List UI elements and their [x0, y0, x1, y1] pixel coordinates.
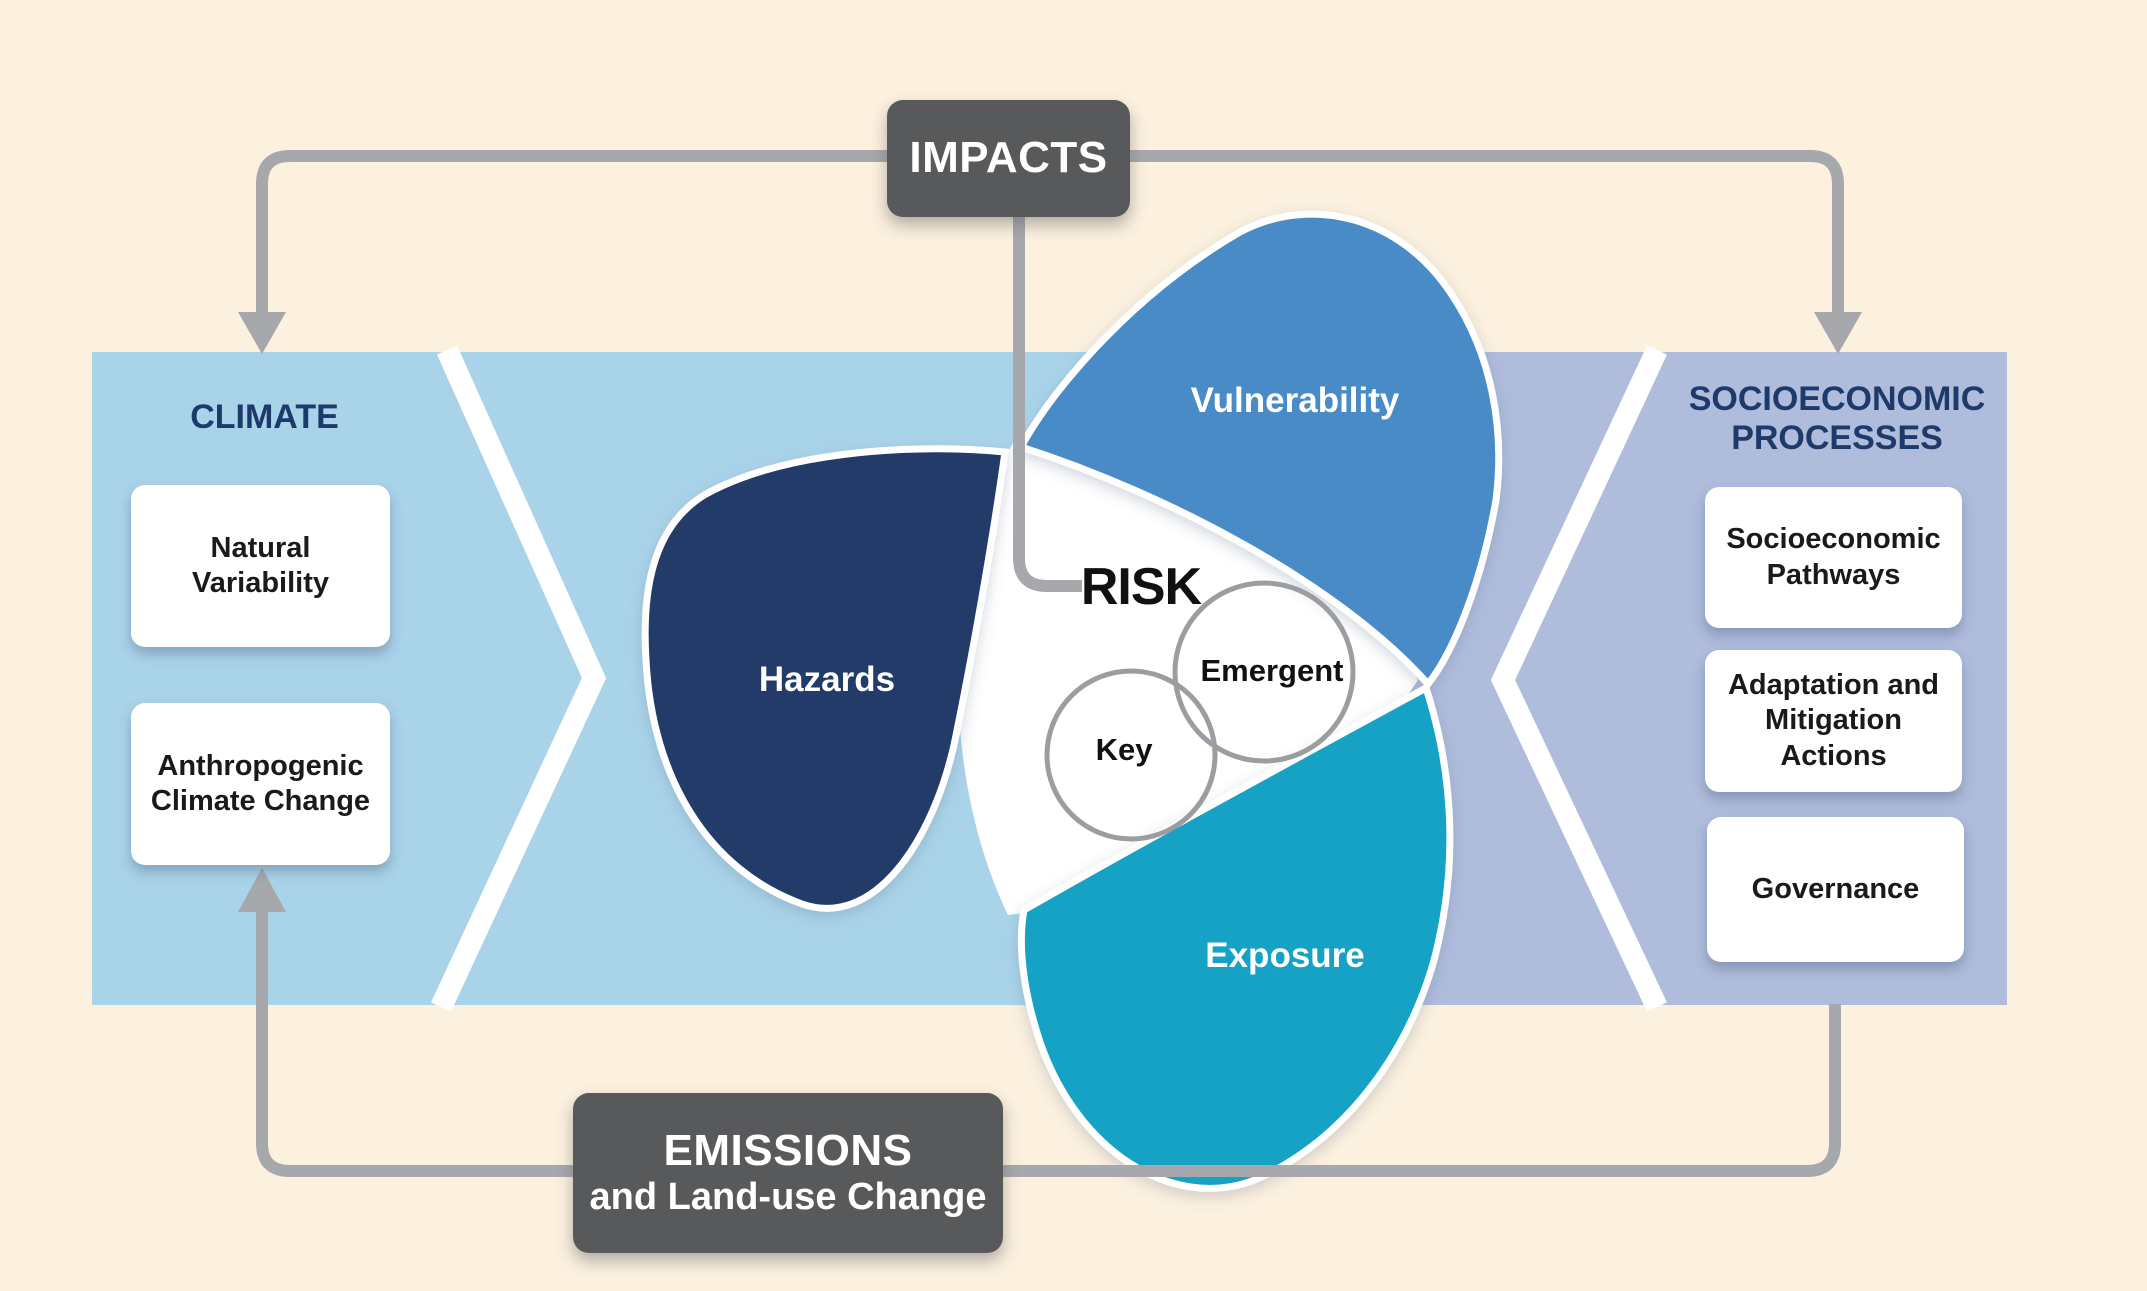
hazards-label: Hazards	[759, 660, 895, 699]
impacts-to-risk-connector	[1013, 217, 1082, 592]
anthropogenic-climate-change-box: Anthropogenic Climate Change	[131, 703, 390, 865]
hazards-petal	[641, 445, 1009, 912]
impacts-box-label: IMPACTS	[909, 133, 1108, 183]
key-label: Key	[1096, 732, 1154, 767]
arrow-into-climate	[238, 312, 286, 354]
emissions-bottom-connector	[256, 900, 1841, 1177]
adaptation-mitigation-actions-box: Adaptation and Mitigation Actions	[1705, 650, 1962, 792]
socioeconomic-header-line1: SOCIOECONOMIC	[1688, 380, 1986, 418]
governance-box: Governance	[1707, 817, 1964, 962]
arrow-into-anthropogenic	[238, 868, 286, 912]
key-risk-circle	[1044, 668, 1218, 842]
socioeconomic-header: SOCIOECONOMIC PROCESSES	[1672, 380, 2002, 458]
emergent-risk-circle	[1172, 580, 1356, 764]
emissions-box-line1: EMISSIONS	[663, 1125, 913, 1175]
emissions-box: EMISSIONS and Land-use Change	[573, 1093, 1003, 1253]
vulnerability-petal	[1015, 210, 1503, 690]
climate-header: CLIMATE	[190, 398, 339, 436]
risk-label: RISK	[1081, 558, 1203, 616]
impacts-box: IMPACTS	[887, 100, 1130, 217]
vulnerability-label: Vulnerability	[1191, 381, 1400, 420]
socioeconomic-header-line2: PROCESSES	[1731, 419, 1943, 458]
left-chevron-separator	[431, 345, 607, 1012]
right-chevron-separator	[1490, 345, 1667, 1012]
connector-arrowheads	[238, 312, 1862, 912]
natural-variability-box: Natural Variability	[131, 485, 390, 647]
socioeconomic-pathways-box: Socioeconomic Pathways	[1705, 487, 1962, 628]
emergent-label: Emergent	[1201, 653, 1344, 688]
exposure-label: Exposure	[1205, 936, 1365, 975]
arrow-into-socioeconomic	[1814, 312, 1862, 354]
emissions-box-line2: and Land-use Change	[589, 1176, 987, 1219]
